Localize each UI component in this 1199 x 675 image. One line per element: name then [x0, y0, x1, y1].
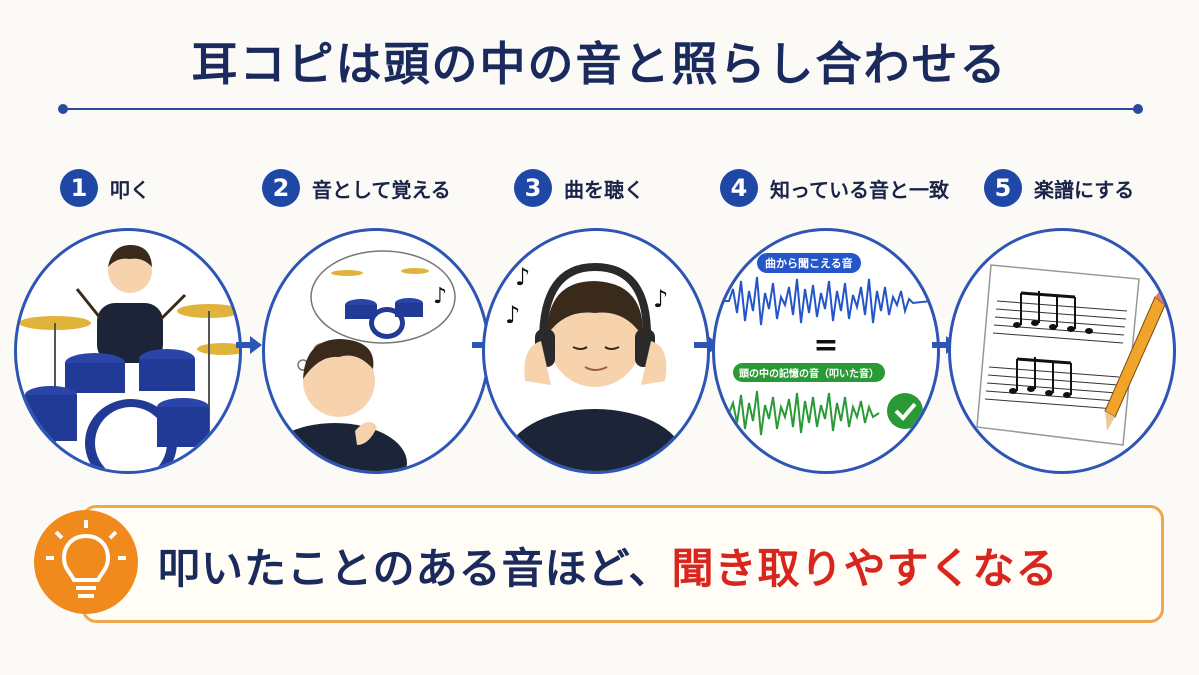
step-3-label: 曲を聴く: [564, 177, 644, 202]
page-title: 耳コピは頭の中の音と照らし合わせる: [191, 37, 1008, 91]
step-5-label: 楽譜にする: [1034, 177, 1135, 202]
blue-waveform-icon: [721, 276, 932, 326]
step-4-header: 4 知っている音と一致: [720, 168, 949, 208]
tip-icon-badge: [34, 510, 138, 614]
step-5-header: 5 楽譜にする: [984, 168, 1134, 208]
thinking-person-icon: ♪: [265, 250, 456, 471]
step-2-header: 2 音として覚える: [262, 168, 451, 208]
music-note-icon: ♪: [505, 301, 520, 329]
pencil-icon: [1104, 289, 1169, 431]
step-5-number: 5: [984, 169, 1022, 207]
drum-kit-icon: [331, 268, 429, 339]
step-5-illustration: [948, 228, 1176, 474]
check-circle-icon: [887, 393, 923, 429]
drummer-icon: [19, 245, 239, 471]
divider-dot-left: [58, 104, 68, 114]
tip-text-highlight: 聞き取りやすくなる: [671, 543, 1059, 593]
step-3-number: 3: [514, 169, 552, 207]
step-1-number: 1: [60, 169, 98, 207]
step-1-label: 叩く: [110, 177, 150, 202]
title-divider: [62, 108, 1138, 110]
step-2-illustration: ♪: [262, 228, 490, 474]
step-2-number: 2: [262, 169, 300, 207]
headphones-listener-icon: ♪ ♪ ♪: [505, 262, 685, 471]
music-note-icon: ♪: [515, 263, 530, 291]
music-note-icon: ♪: [653, 285, 668, 313]
step-3-illustration: ♪ ♪ ♪: [482, 228, 710, 474]
arrow-right-icon: [236, 336, 262, 354]
green-waveform-icon: [721, 390, 880, 436]
heard-sound-label: 曲から聞こえる音: [757, 253, 861, 273]
notes-icon: [1009, 320, 1093, 398]
step-4-illustration: = 曲から聞こえる音 頭の中の記憶の音（叩いた音）: [712, 228, 940, 474]
music-note-icon: ♪: [433, 284, 447, 309]
equals-sign: =: [813, 328, 838, 363]
step-2-label: 音として覚える: [312, 177, 451, 202]
step-3-header: 3 曲を聴く: [514, 168, 644, 208]
waveform-comparison: =: [721, 276, 932, 436]
tip-text-main: 叩いたことのある音ほど、: [158, 543, 672, 593]
sheet-music-icon: [976, 264, 1169, 446]
step-1-illustration: [14, 228, 242, 474]
step-4-label: 知っている音と一致: [770, 177, 949, 202]
lightbulb-icon: [46, 520, 126, 598]
divider-dot-right: [1133, 104, 1143, 114]
memory-sound-label: 頭の中の記憶の音（叩いた音）: [733, 363, 885, 382]
step-1-header: 1 叩く: [60, 168, 150, 208]
tip-message: 叩いたことのある音ほど、聞き取りやすくなる: [158, 530, 1059, 600]
step-4-number: 4: [720, 169, 758, 207]
tip-banner: [82, 505, 1164, 623]
